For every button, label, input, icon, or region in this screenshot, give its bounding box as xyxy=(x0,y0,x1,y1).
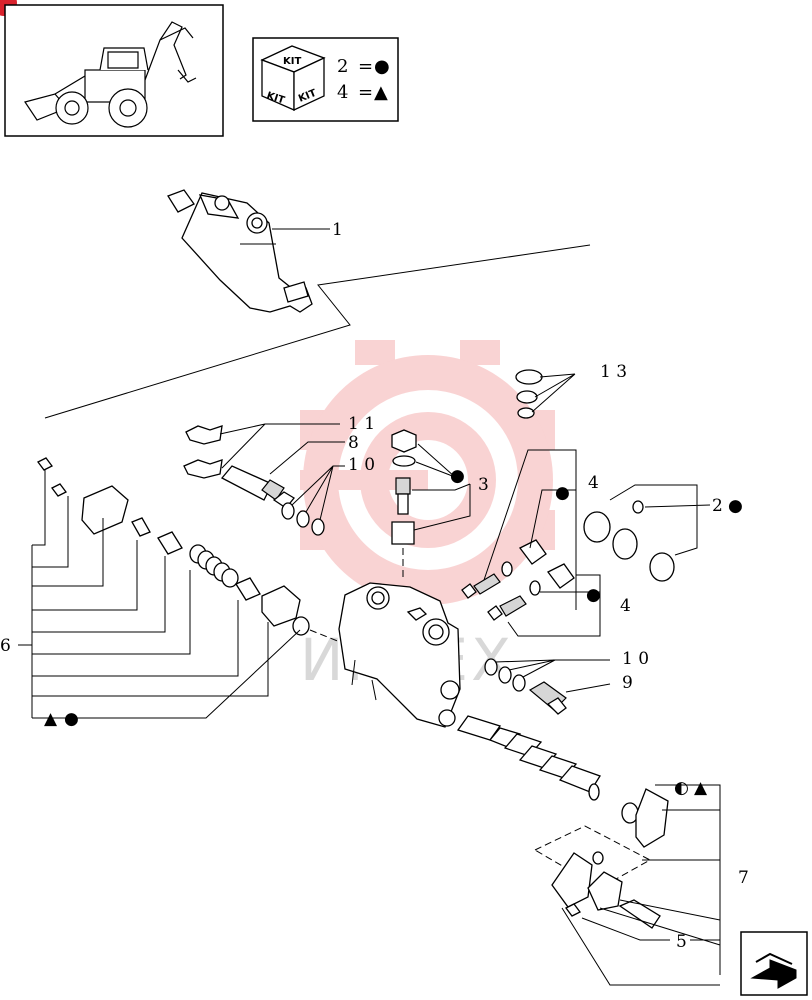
kit-legend: KIT KIT KIT 2 = ● 4 = ▲ xyxy=(252,37,399,122)
callout-4a-dot: ● xyxy=(555,483,570,503)
spring-assembly-6 xyxy=(18,457,341,719)
seals-10-lower xyxy=(484,658,610,692)
callout-2-dot: ● xyxy=(728,496,743,516)
callout-7-halfdot: ◐ xyxy=(674,778,689,798)
callout-1: 1 xyxy=(332,220,343,240)
clips-11 xyxy=(183,423,340,479)
machine-thumbnail[interactable] xyxy=(4,4,224,137)
spool xyxy=(456,715,601,801)
kit-row-1-symbol: ● xyxy=(374,56,390,77)
callout-2: 2 xyxy=(712,496,723,516)
o-rings-2 xyxy=(583,484,711,582)
callout-4b-dot: ● xyxy=(586,585,601,605)
check-valve-4-lower xyxy=(487,563,601,637)
assembled-valve-part-1 xyxy=(167,189,330,313)
kit-word-top: KIT xyxy=(283,56,301,67)
o-rings-13 xyxy=(515,369,576,419)
cartridge-8 xyxy=(220,441,345,509)
kit-row-2-equals: = xyxy=(358,82,373,103)
callout-4a: 4 xyxy=(588,473,599,493)
plunger-3 xyxy=(391,429,471,580)
plug-9 xyxy=(528,681,611,715)
callout-7: 7 xyxy=(738,868,749,888)
callout-6-dot: ● xyxy=(64,709,79,729)
next-page-arrow-icon[interactable] xyxy=(740,931,808,996)
kit-row-2-number: 4 xyxy=(337,82,348,103)
check-valve-4-upper xyxy=(461,449,577,610)
callout-4b: 4 xyxy=(620,596,631,616)
callout-13: 1 3 xyxy=(600,362,627,382)
cap-assembly-7 xyxy=(533,784,721,986)
kit-row-1-equals: = xyxy=(358,56,373,77)
kit-word-left: KIT xyxy=(265,90,286,106)
callout-6-triangle: ▲ xyxy=(44,709,58,729)
callout-11: 1 1 xyxy=(348,414,375,434)
kit-row-2-symbol: ▲ xyxy=(374,82,388,103)
callout-10-upper: 1 0 xyxy=(348,455,375,475)
kit-row-1-number: 2 xyxy=(337,56,348,77)
callout-10-lower: 1 0 xyxy=(622,649,649,669)
callout-3-dot: ● xyxy=(450,466,465,486)
callout-7-triangle: ▲ xyxy=(694,778,708,798)
kit-box-icon: KIT KIT KIT xyxy=(260,45,326,112)
spring-icon xyxy=(189,544,239,588)
callout-5: 5 xyxy=(676,932,687,952)
seals-10-upper xyxy=(281,465,345,536)
backhoe-loader-icon xyxy=(24,21,197,128)
watermark-logo xyxy=(300,340,555,605)
detail-break-line xyxy=(44,244,591,419)
callout-6: 6 xyxy=(0,636,11,656)
valve-body xyxy=(338,582,461,728)
callout-8: 8 xyxy=(348,433,359,453)
callout-9: 9 xyxy=(622,673,633,693)
callout-3: 3 xyxy=(478,475,489,495)
